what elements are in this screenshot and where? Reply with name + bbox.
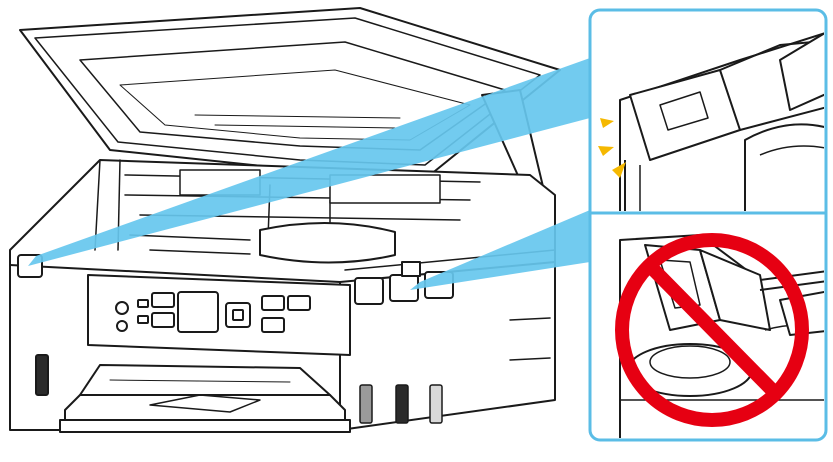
ink-tank-windows	[360, 385, 442, 423]
ink-window-1	[360, 385, 372, 423]
panel-button-small-1	[138, 300, 148, 307]
panel-button-wide-3	[262, 296, 284, 310]
ink-window-3	[430, 385, 442, 423]
panel-button-wide-5	[262, 318, 284, 332]
operation-panel	[88, 275, 350, 355]
output-tray	[60, 365, 350, 432]
panel-button-round-2	[117, 321, 127, 331]
panel-lcd-screen	[178, 292, 218, 332]
scanner-lid	[20, 8, 560, 175]
panel-button-wide-1	[152, 293, 174, 307]
panel-button-small-2	[138, 316, 148, 323]
panel-button-round-1	[116, 302, 128, 314]
ink-window-left	[36, 355, 48, 395]
panel-button-wide-4	[288, 296, 310, 310]
ink-window-2	[396, 385, 408, 423]
panel-button-wide-2	[152, 313, 174, 327]
printer-illustration	[10, 8, 560, 432]
ink-cap-1	[355, 278, 383, 304]
